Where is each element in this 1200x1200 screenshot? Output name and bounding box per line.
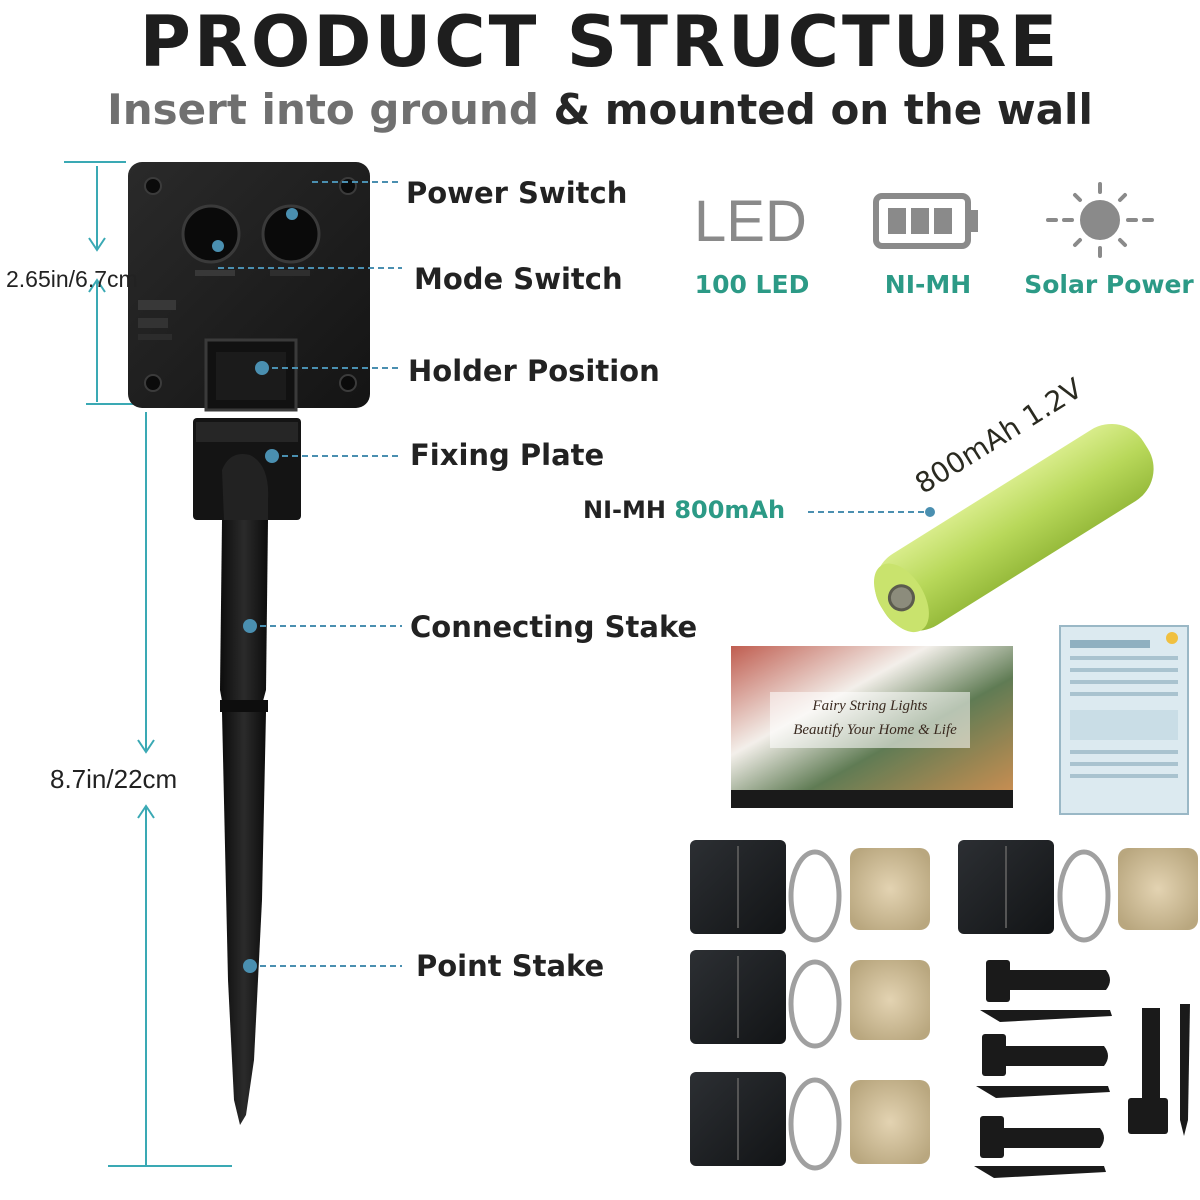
feature-solar-label: Solar Power (1024, 270, 1194, 299)
label-point-stake: Point Stake (416, 949, 605, 983)
page-title: PRODUCT STRUCTURE (139, 1, 1061, 83)
label-fixing-plate: Fixing Plate (410, 438, 605, 472)
feature-led-label: 100 LED (694, 270, 810, 299)
solar-set-4 (958, 840, 1198, 943)
label-holder-position: Holder Position (408, 354, 660, 388)
page-subtitle: Insert into ground & mounted on the wall (0, 82, 1200, 138)
spare-stakes (974, 960, 1190, 1178)
subtitle-part2: & mounted on the wall (553, 85, 1093, 134)
solar-set-1 (690, 840, 930, 943)
led-icon: LED (694, 189, 807, 254)
stake-assembly (193, 418, 301, 1125)
leader-dots (212, 208, 935, 973)
solar-light-sets (690, 840, 1198, 1171)
battery-type: NI-MH (583, 496, 666, 524)
label-mode-switch: Mode Switch (414, 262, 623, 296)
dimension-stake-height: 8.7in/22cm (50, 764, 178, 794)
solar-set-3 (690, 1072, 930, 1171)
package-line2: Beautify Your Home & Life (793, 722, 957, 738)
feature-battery-label: NI-MH (884, 270, 972, 299)
label-connecting-stake: Connecting Stake (410, 610, 698, 644)
subtitle-part1: Insert into ground (107, 85, 539, 134)
battery-capacity: 800mAh (674, 496, 786, 524)
sun-icon (1046, 182, 1154, 258)
label-power-switch: Power Switch (406, 176, 628, 210)
package-box (731, 646, 1013, 808)
battery-callout: NI-MH 800mAh (583, 496, 785, 524)
battery-icon (873, 193, 978, 249)
package-line1: Fairy String Lights (812, 698, 928, 714)
dimension-box-height: 2.65in/6.7cm (6, 266, 138, 292)
battery-cell (873, 423, 1154, 633)
instruction-manual (1059, 625, 1189, 815)
controller-box (128, 162, 370, 412)
solar-set-2 (690, 950, 930, 1049)
leader-lines (218, 181, 928, 967)
